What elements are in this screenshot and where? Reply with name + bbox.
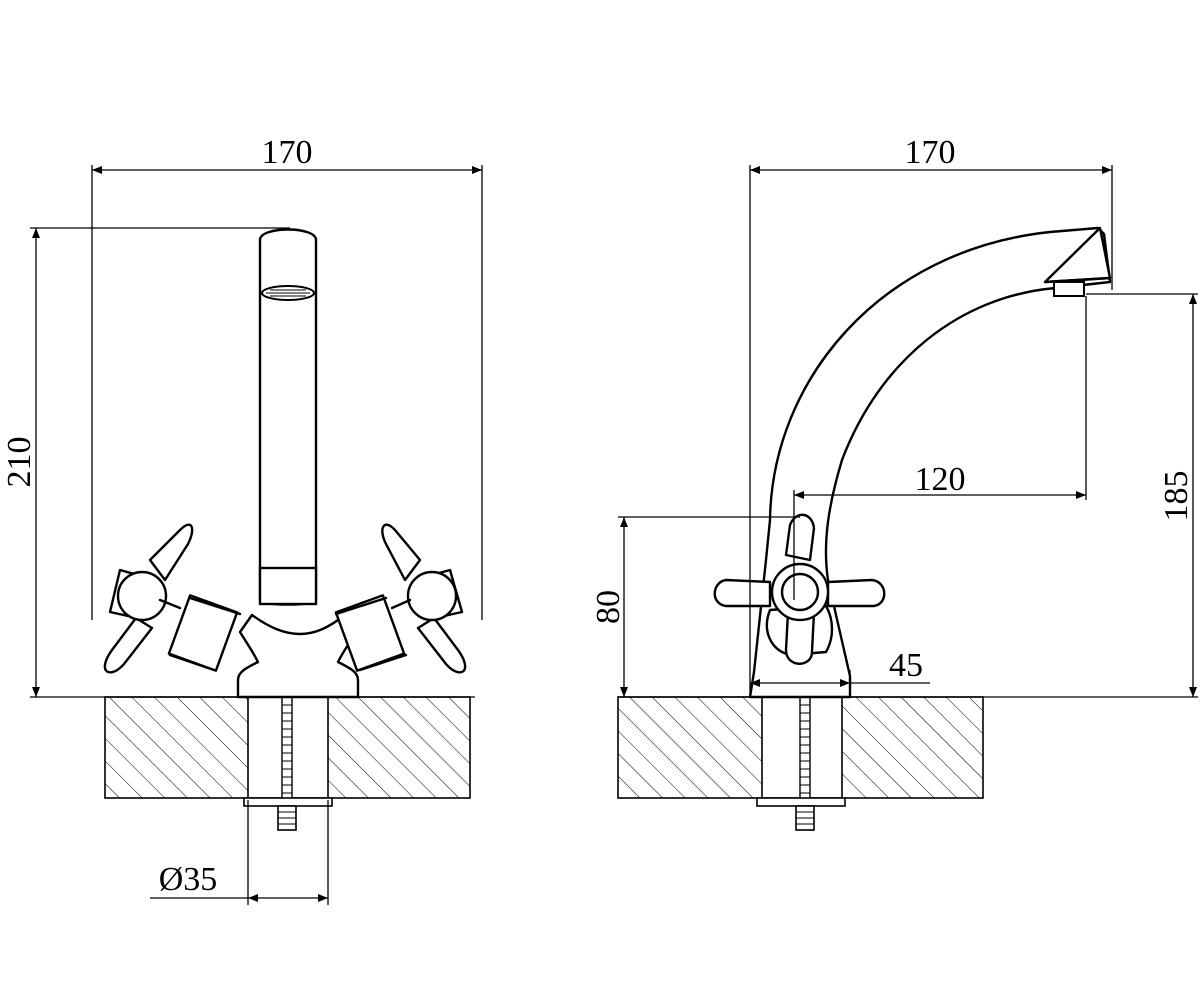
front-mounting-stud — [243, 696, 333, 831]
front-height-dimension: 210 — [1, 227, 290, 697]
side-view: 170 120 185 80 45 — [590, 134, 1198, 831]
front-view: 170 210 Ø35 — [1, 134, 483, 905]
front-diameter-dimension: Ø35 — [150, 800, 329, 905]
front-height-label: 210 — [1, 437, 38, 488]
front-width-label: 170 — [262, 134, 313, 171]
side-reach-label: 120 — [915, 461, 966, 498]
side-width-label: 170 — [905, 134, 956, 171]
side-spout-height-label: 185 — [1158, 471, 1195, 522]
side-reach-dimension: 120 — [793, 296, 1087, 600]
side-handle-height-dimension: 80 — [590, 516, 800, 697]
front-right-handle — [334, 523, 467, 674]
front-countertop — [30, 696, 475, 799]
side-base-dimension: 45 — [750, 647, 930, 697]
front-faucet-body — [236, 228, 360, 699]
front-left-handle — [103, 523, 242, 674]
front-diameter-label: Ø35 — [159, 861, 218, 898]
side-width-dimension: 170 — [749, 134, 1113, 697]
side-countertop — [617, 696, 1198, 799]
side-base-label: 45 — [889, 647, 923, 684]
side-cross-handle — [713, 513, 886, 665]
side-handle-height-label: 80 — [590, 590, 627, 624]
front-width-dimension: 170 — [91, 134, 483, 620]
side-spout-height-dimension: 185 — [1086, 293, 1198, 697]
side-faucet-body — [748, 226, 1112, 699]
